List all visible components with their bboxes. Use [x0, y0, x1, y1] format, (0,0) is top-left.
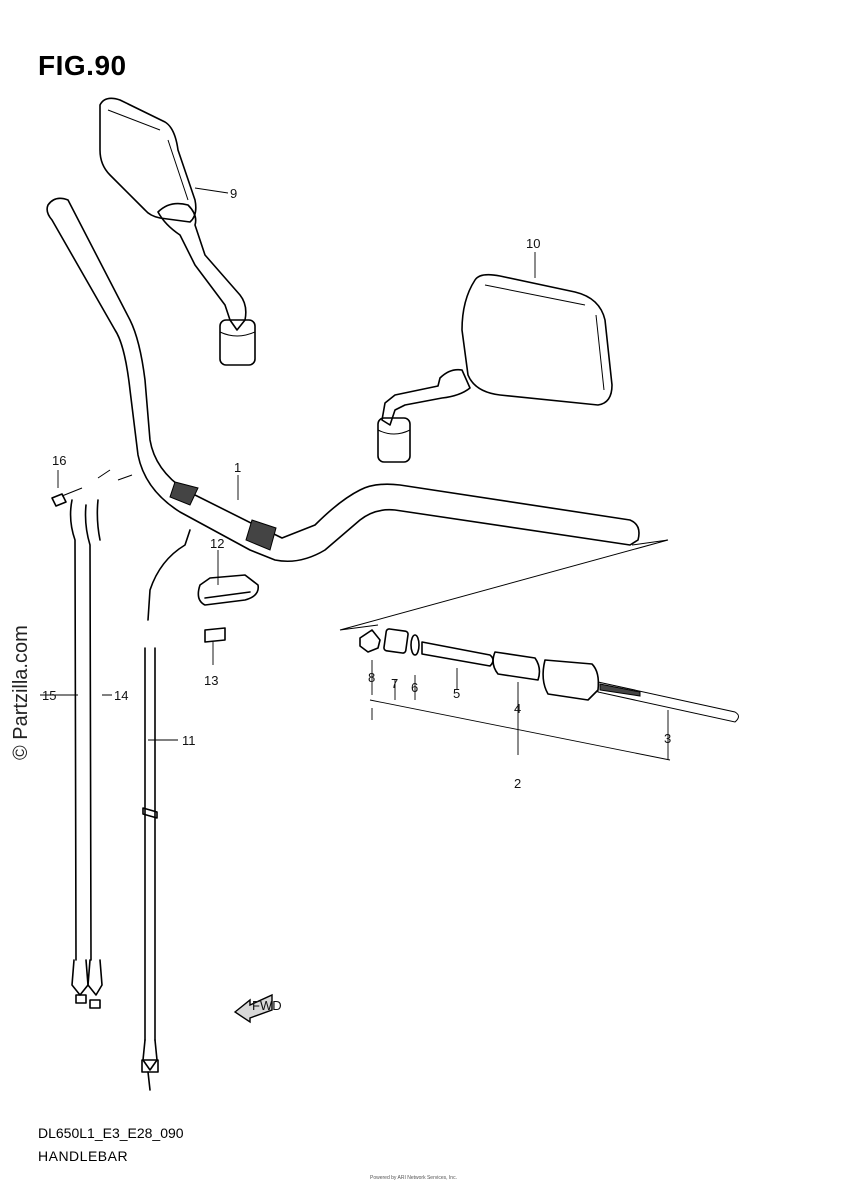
callout-2[interactable]: 2: [514, 776, 521, 791]
callout-6[interactable]: 6: [411, 680, 418, 695]
throttle-cable[interactable]: [141, 529, 191, 1091]
bar-end-assembly[interactable]: [359, 628, 739, 723]
callout-16[interactable]: 16: [52, 453, 66, 468]
callout-11[interactable]: 11: [182, 733, 196, 748]
callout-13[interactable]: 13: [204, 673, 218, 688]
handlebar-knurl-left: [169, 481, 277, 551]
callout-5[interactable]: 5: [453, 686, 460, 701]
callout-14[interactable]: 14: [114, 688, 128, 703]
right-mirror[interactable]: [377, 273, 613, 463]
callout-1[interactable]: 1: [234, 460, 241, 475]
callout-10[interactable]: 10: [526, 236, 540, 251]
figure-code: DL650L1_E3_E28_090: [38, 1125, 184, 1141]
control-cables[interactable]: [69, 499, 103, 1009]
callout-12[interactable]: 12: [210, 536, 224, 551]
callout-leaders: [40, 187, 671, 761]
callout-8[interactable]: 8: [368, 670, 375, 685]
callout-7[interactable]: 7: [391, 676, 398, 691]
callout-3[interactable]: 3: [664, 731, 671, 746]
fineprint: Powered by ARI Network Services, Inc.: [370, 1175, 457, 1181]
callout-15[interactable]: 15: [42, 688, 56, 703]
handlebar[interactable]: [46, 197, 669, 631]
partzilla-watermark: © Partzilla.com: [10, 625, 32, 760]
svg-text:FWD: FWD: [252, 998, 282, 1013]
cable-clamp[interactable]: [197, 574, 260, 643]
left-mirror[interactable]: [99, 97, 256, 366]
figure-title: FIG.90: [38, 50, 127, 81]
figure-name: HANDLEBAR: [38, 1148, 129, 1164]
callout-4[interactable]: 4: [514, 701, 521, 716]
screw-16[interactable]: [51, 469, 133, 507]
callout-9[interactable]: 9: [230, 186, 237, 201]
front-direction-arrow: FWD: [233, 993, 282, 1024]
